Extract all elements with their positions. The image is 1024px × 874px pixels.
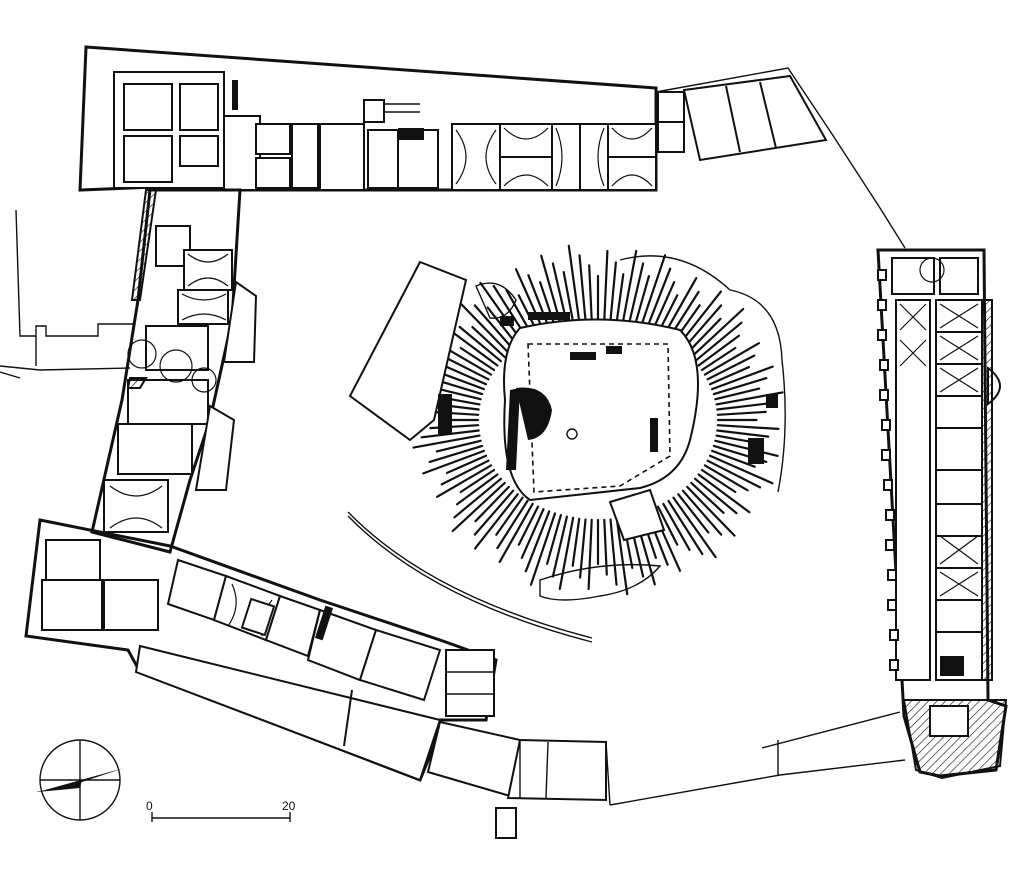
slope-hachure bbox=[712, 377, 768, 396]
slope-hachure bbox=[524, 510, 551, 573]
scale-bar: 0 20 bbox=[146, 799, 296, 822]
slope-hachure bbox=[456, 473, 499, 506]
slope-hachure bbox=[621, 249, 638, 324]
north-wing bbox=[78, 45, 828, 192]
slope-hachure bbox=[447, 348, 493, 376]
slope-hachure bbox=[716, 424, 780, 430]
slope-hachure bbox=[459, 468, 496, 494]
slope-hachure bbox=[587, 518, 593, 591]
slope-hachure bbox=[633, 275, 651, 326]
slope-hachure bbox=[686, 485, 736, 537]
slope-hachure bbox=[708, 366, 751, 386]
slope-hachure bbox=[520, 508, 545, 560]
outer-enclosure-wall bbox=[0, 67, 906, 806]
slope-hachure bbox=[471, 326, 506, 359]
slope-hachure bbox=[686, 317, 722, 355]
slope-hachure bbox=[459, 346, 496, 372]
slope-hachure bbox=[677, 493, 710, 534]
east-wing-bays bbox=[899, 303, 982, 633]
slope-hachure bbox=[446, 454, 488, 474]
slope-hachure bbox=[716, 410, 767, 416]
slope-hachure bbox=[453, 477, 502, 519]
slope-hachure bbox=[412, 434, 481, 449]
slope-hachure bbox=[693, 321, 743, 363]
slope-hachure bbox=[697, 334, 741, 367]
slope-hachure bbox=[703, 464, 749, 492]
slope-hachure bbox=[697, 473, 751, 514]
slope-hachure bbox=[615, 273, 625, 323]
slope-hachure bbox=[498, 502, 534, 564]
slope-hachure bbox=[690, 307, 745, 359]
central-motte bbox=[347, 244, 786, 643]
slope-hachure bbox=[609, 518, 618, 586]
slope-hachure bbox=[700, 468, 737, 494]
slope-hachure bbox=[672, 496, 717, 559]
slope-hachure bbox=[710, 449, 756, 468]
slope-hachure bbox=[428, 444, 484, 463]
slope-hachure bbox=[588, 264, 593, 322]
slope-hachure bbox=[429, 424, 480, 430]
slope-hachure bbox=[495, 496, 524, 536]
slope-hachure bbox=[558, 516, 575, 591]
slope-hachure bbox=[567, 244, 581, 323]
slope-hachure bbox=[422, 449, 485, 475]
slope-hachure bbox=[645, 267, 672, 330]
slope-hachure bbox=[651, 281, 676, 332]
slope-hachure bbox=[700, 346, 737, 372]
slope-hachure bbox=[639, 254, 667, 328]
slope-hachure bbox=[627, 262, 645, 325]
slope-hachure bbox=[571, 517, 581, 567]
slope-hachure bbox=[529, 512, 557, 586]
slope-hachure bbox=[496, 499, 529, 550]
slope-hachure bbox=[609, 261, 618, 322]
scale-end-label: 20 bbox=[282, 799, 296, 813]
slope-hachure bbox=[603, 249, 609, 322]
slope-hachure bbox=[440, 459, 490, 486]
slope-hachure bbox=[706, 459, 762, 489]
compass-rose bbox=[36, 739, 124, 821]
slope-hachure bbox=[615, 517, 629, 596]
slope-hachure bbox=[458, 325, 502, 363]
slope-hachure bbox=[706, 354, 756, 381]
slope-hachure bbox=[708, 454, 774, 485]
slope-hachure bbox=[716, 401, 776, 411]
slope-hachure bbox=[551, 515, 569, 578]
slope-hachure bbox=[681, 489, 723, 536]
slope-hachure bbox=[562, 271, 575, 324]
east-wing bbox=[876, 248, 1008, 780]
slope-hachure bbox=[435, 439, 482, 453]
slope-hachure bbox=[714, 439, 779, 457]
slope-hachure bbox=[545, 513, 563, 565]
slope-hachure bbox=[514, 268, 545, 332]
slope-hachure bbox=[474, 493, 519, 550]
slope-hachure bbox=[578, 518, 587, 579]
slope-hachure bbox=[690, 481, 725, 515]
slope-hachure bbox=[578, 254, 587, 322]
scale-start-label: 0 bbox=[146, 799, 153, 813]
slope-hachure bbox=[703, 342, 761, 376]
slope-hachure bbox=[436, 464, 493, 498]
slope-hachure bbox=[440, 372, 485, 391]
slope-hachure bbox=[473, 304, 515, 351]
slope-hachure bbox=[473, 489, 515, 536]
east-wing-buttresses bbox=[877, 269, 899, 671]
slope-hachure bbox=[714, 387, 761, 401]
slope-hachure bbox=[445, 326, 499, 367]
slope-hachure bbox=[716, 429, 770, 438]
slope-hachure bbox=[474, 485, 510, 523]
slope-hachure bbox=[667, 499, 704, 556]
slope-hachure bbox=[517, 505, 540, 546]
slope-hachure bbox=[693, 477, 738, 515]
slope-hachure bbox=[451, 481, 506, 533]
south-wing bbox=[24, 518, 607, 839]
north-vaulted-bays bbox=[451, 123, 657, 191]
west-wing bbox=[90, 188, 258, 554]
slope-hachure bbox=[656, 505, 679, 546]
slope-hachure bbox=[460, 303, 510, 355]
slope-hachure bbox=[662, 502, 691, 551]
slope-hachure bbox=[710, 365, 774, 391]
